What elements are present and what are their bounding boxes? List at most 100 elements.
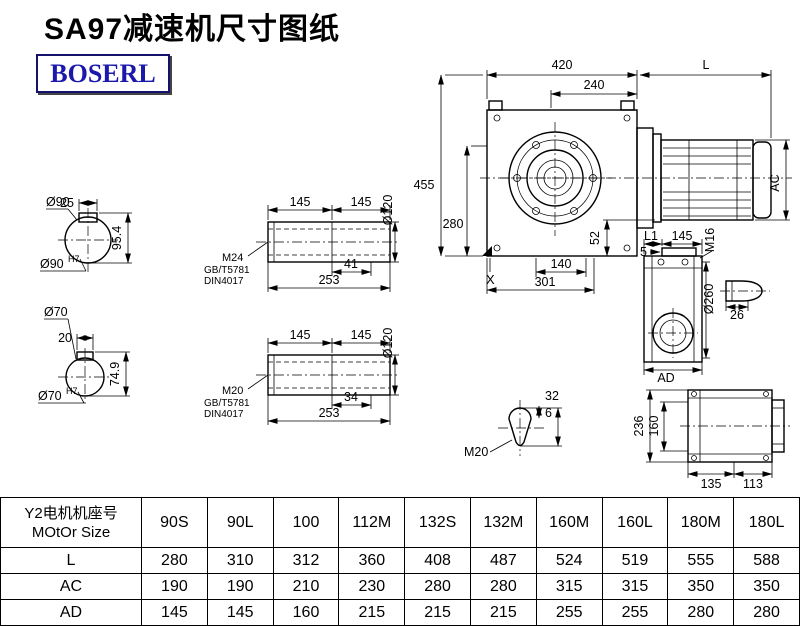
cell: 210 bbox=[272, 573, 340, 600]
bolt-hole bbox=[623, 244, 631, 252]
dim-41-label: 41 bbox=[344, 257, 358, 271]
dim-74-9-label: 74.9 bbox=[108, 362, 122, 386]
col-header: 100 bbox=[272, 497, 340, 548]
flange-bolt bbox=[532, 141, 540, 149]
table-row-AD: AD 145 145 160 215 215 215 255 255 280 2… bbox=[0, 599, 800, 626]
row-label: L bbox=[0, 547, 142, 574]
col-header: 160L bbox=[601, 497, 669, 548]
row-label: AC bbox=[0, 573, 142, 600]
fit-90-label: Ø90 bbox=[40, 257, 64, 271]
col-header: 132M bbox=[469, 497, 537, 548]
table-corner-header: Y2电机机座号 MOtOr Size bbox=[0, 497, 142, 548]
dia-120-bottom-label: Ø120 bbox=[381, 328, 395, 359]
hollow-shaft-view-bottom: 145 145 Ø120 M20 GB/T5781 DIN4017 34 253 bbox=[204, 328, 400, 425]
std-din-top-label: DIN4017 bbox=[204, 276, 244, 287]
cell: 160 bbox=[272, 599, 340, 626]
header-line-cn: Y2电机机座号 bbox=[24, 504, 118, 522]
dim-236-label: 236 bbox=[632, 416, 646, 437]
dim-145b-label: 145 bbox=[351, 328, 372, 342]
cell: 280 bbox=[469, 573, 537, 600]
front-view: 420 L 240 455 280 AC 52 140 301 X bbox=[414, 58, 792, 294]
col-header: 132S bbox=[404, 497, 471, 548]
cell: 588 bbox=[733, 547, 800, 574]
thread-M16-label: M16 bbox=[703, 228, 717, 252]
brand-logo-text: BOSERL bbox=[50, 58, 156, 88]
dim-253-top-label: 253 bbox=[319, 273, 340, 287]
cell: 230 bbox=[338, 573, 406, 600]
dia-90-label: Ø90 bbox=[46, 195, 70, 209]
std-gb-bottom-label: GB/T5781 bbox=[204, 398, 250, 409]
gearbox-lug-left bbox=[488, 100, 503, 111]
bolt-hole bbox=[623, 114, 631, 122]
foot-bolt bbox=[763, 391, 769, 397]
gearbox-side-view: L1 145 5 M16 Ø260 26 AD bbox=[640, 228, 770, 385]
cell: 315 bbox=[535, 573, 603, 600]
dim-113-label: 113 bbox=[743, 477, 763, 491]
header-line-en: MOtOr Size bbox=[31, 523, 111, 541]
side-bolt bbox=[657, 258, 665, 266]
dim-5-label: 5 bbox=[640, 245, 647, 259]
dim-135-label: 135 bbox=[701, 477, 722, 491]
cell: 524 bbox=[535, 547, 603, 574]
foot-bolt bbox=[763, 455, 769, 461]
row-label: AD bbox=[0, 599, 142, 626]
col-header: 90L bbox=[206, 497, 274, 548]
dim-52-label: 52 bbox=[588, 231, 602, 245]
gearbox-back-view: 236 160 135 113 bbox=[632, 389, 790, 491]
motor-fan-cowl bbox=[752, 141, 772, 219]
col-header: 112M bbox=[338, 497, 406, 548]
cell: 408 bbox=[404, 547, 471, 574]
shaft-end-view-70: 20 74.9 Ø70 Ø70 H7 bbox=[38, 305, 130, 404]
cell: 190 bbox=[141, 573, 208, 600]
cell: 315 bbox=[601, 573, 669, 600]
cell: 280 bbox=[141, 547, 208, 574]
dim-20-label: 20 bbox=[58, 331, 72, 345]
dim-145a-label: 145 bbox=[290, 328, 311, 342]
side-body bbox=[643, 255, 703, 363]
dim-L1-label: L1 bbox=[644, 229, 658, 243]
table-header-row: Y2电机机座号 MOtOr Size 90S 90L 100 112M 132S… bbox=[0, 497, 800, 548]
dim-145-side-label: 145 bbox=[672, 229, 693, 243]
dia-120-top-label: Ø120 bbox=[381, 195, 395, 226]
cell: 487 bbox=[469, 547, 537, 574]
col-header: 90S bbox=[141, 497, 208, 548]
table-row-L: L 280 310 312 360 408 487 524 519 555 58… bbox=[0, 547, 800, 574]
cell: 310 bbox=[206, 547, 274, 574]
dim-L-label: L bbox=[703, 58, 710, 72]
dim-280-label: 280 bbox=[443, 217, 464, 231]
surface-mark-triangle bbox=[482, 246, 492, 256]
side-top-step bbox=[661, 247, 697, 257]
dim-145b-label: 145 bbox=[351, 195, 372, 209]
mark-X-label: X bbox=[486, 272, 495, 287]
dim-34-label: 34 bbox=[344, 390, 358, 404]
thread-plug-shape bbox=[508, 407, 532, 447]
dim-32-label: 32 bbox=[545, 389, 559, 403]
flange-bolt bbox=[570, 141, 578, 149]
cell: 215 bbox=[338, 599, 406, 626]
cell: 280 bbox=[404, 573, 471, 600]
dim-455-label: 455 bbox=[414, 178, 435, 192]
thread-M20-detail-label: M20 bbox=[464, 445, 488, 459]
std-din-bottom-label: DIN4017 bbox=[204, 409, 244, 420]
thread-M24-label: M24 bbox=[222, 252, 243, 264]
foot-bolt bbox=[691, 455, 697, 461]
dim-AD-label: AD bbox=[657, 371, 674, 385]
bolt-hole bbox=[493, 244, 501, 252]
dim-240-label: 240 bbox=[584, 78, 605, 92]
fit-70-tolerance: H7 bbox=[66, 386, 78, 396]
dim-160-label: 160 bbox=[647, 416, 661, 437]
flange-bolt bbox=[532, 207, 540, 215]
dim-140-label: 140 bbox=[551, 257, 572, 271]
shaft-end-view-90: 25 95.4 Ø90 Ø90 H7 bbox=[40, 195, 132, 272]
hollow-shaft-view-top: 145 145 Ø120 M24 GB/T5781 DIN4017 41 253 bbox=[204, 195, 400, 292]
foot-bolt bbox=[691, 391, 697, 397]
motor-size-table: Y2电机机座号 MOtOr Size 90S 90L 100 112M 132S… bbox=[0, 497, 800, 626]
std-gb-top-label: GB/T5781 bbox=[204, 265, 250, 276]
dim-95-4-label: 95.4 bbox=[110, 226, 124, 250]
cell: 519 bbox=[601, 547, 669, 574]
cell: 145 bbox=[141, 599, 208, 626]
dim-420-label: 420 bbox=[552, 58, 573, 72]
cell: 255 bbox=[601, 599, 669, 626]
col-header: 180L bbox=[733, 497, 800, 548]
table-row-AC: AC 190 190 210 230 280 280 315 315 350 3… bbox=[0, 573, 800, 600]
